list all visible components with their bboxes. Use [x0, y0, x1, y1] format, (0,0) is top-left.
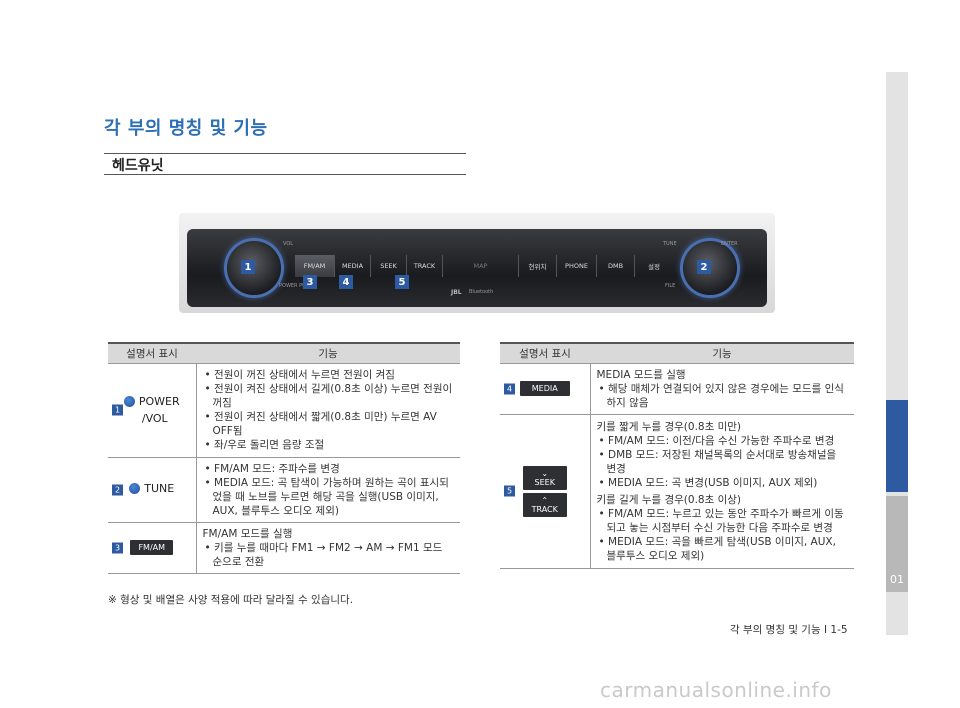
footnote: ※ 형상 및 배열은 사양 적용에 따라 달라질 수 있습니다. [108, 594, 354, 606]
row-indicator: 1 POWER /VOL [108, 363, 197, 458]
head-unit-button-row: FM/AM MEDIA SEEK TRACK MAP 현위치 PHONE DMB… [295, 255, 673, 277]
table-row: 1 POWER /VOL 전원이 꺼진 상태에서 누르면 전원이 켜짐 전원이 … [108, 363, 460, 458]
row-badge: 3 [112, 542, 123, 553]
row-function: MEDIA 모드를 실행 해당 매체가 연결되어 있지 않은 경우에는 모드를 … [590, 363, 854, 415]
list-item: MEDIA 모드: 곡 탐색이 가능하며 원하는 곡이 표시되었을 때 노브를 … [203, 476, 455, 518]
vol-label: VOL [283, 241, 294, 247]
row-function: 키를 짧게 누를 경우(0.8초 미만) FM/AM 모드: 이전/다음 수신 … [590, 414, 854, 569]
row-function: FM/AM 모드: 주파수를 변경 MEDIA 모드: 곡 탐색이 가능하며 원… [196, 457, 460, 523]
fm-am-chip: FM/AM [130, 540, 174, 555]
side-chapter-label: 01 [890, 573, 904, 586]
fm-am-key: FM/AM [295, 255, 335, 277]
row-badge: 2 [112, 484, 123, 495]
right-function-table: 설명서 표시 기능 4 MEDIA MEDIA 모드를 실행 해당 매체가 연결… [500, 342, 854, 569]
current-location-key: 현위치 [519, 255, 557, 277]
sub-title: 헤드유닛 [112, 158, 164, 174]
watermark: carmanualsonline.info [600, 678, 832, 702]
list-item: 전원이 켜진 상태에서 길게(0.8초 이상) 누르면 전원이 꺼짐 [203, 382, 455, 410]
header-indicator: 설명서 표시 [108, 342, 196, 364]
knob-icon [123, 396, 135, 407]
chevron-down-icon: ⌄ [541, 468, 549, 478]
header-function: 기능 [196, 342, 460, 364]
section-title: 각 부의 명칭 및 기능 [104, 118, 268, 139]
table-row: 3 FM/AM FM/AM 모드를 실행 키를 누를 때마다 FM1 → FM2… [108, 522, 460, 574]
tune-label: TUNE [129, 482, 174, 495]
bluetooth-label: Bluetooth [469, 289, 494, 295]
table-row: 5 ⌄SEEK ⌃TRACK 키를 짧게 누를 경우(0.8초 미만) FM/A… [500, 414, 854, 569]
list-item: 해당 매체가 연결되어 있지 않은 경우에는 모드를 인식하지 않음 [597, 382, 849, 410]
seek-track-chips: ⌄SEEK ⌃TRACK [522, 465, 567, 517]
row-intro: FM/AM 모드를 실행 [202, 527, 293, 540]
enter-label: ENTER [721, 241, 738, 247]
row-indicator: 4 MEDIA [500, 363, 591, 415]
row-indicator: 5 ⌄SEEK ⌃TRACK [500, 414, 591, 569]
table-row: 4 MEDIA MEDIA 모드를 실행 해당 매체가 연결되어 있지 않은 경… [500, 363, 854, 415]
file-label: FILE [665, 283, 676, 289]
list-item: DMB 모드: 저장된 채널목록의 순서대로 방송채널을 변경 [597, 448, 849, 476]
list-item: 키를 누를 때마다 FM1 → FM2 → AM → FM1 모드 순으로 전환 [203, 541, 455, 569]
left-function-table: 설명서 표시 기능 1 POWER /VOL 전원이 꺼진 상태에서 누르면 전… [108, 342, 460, 574]
chevron-up-icon: ⌃ [541, 495, 549, 505]
callout-1: 1 [241, 260, 255, 274]
power-label: POWER PUSH [279, 283, 313, 289]
list-item: MEDIA 모드: 곡을 빠르게 탐색(USB 이미지, AUX, 블루투스 오… [597, 535, 849, 563]
list-item: FM/AM 모드: 주파수를 변경 [203, 462, 455, 476]
callout-3: 3 [303, 275, 317, 289]
list-item: MEDIA 모드: 곡 변경(USB 이미지, AUX 제외) [597, 476, 849, 490]
row-intro: MEDIA 모드를 실행 [596, 368, 686, 381]
media-chip: MEDIA [519, 381, 570, 396]
knob-icon [129, 483, 141, 494]
row-intro: 키를 길게 누를 경우(0.8초 이상) [596, 493, 742, 506]
page-footer: 각 부의 명칭 및 기능 I 1-5 [730, 624, 848, 636]
list-item: 좌/우로 돌리면 음량 조절 [203, 438, 455, 452]
seek-chip: ⌄SEEK [522, 465, 567, 490]
head-unit-image: VOL POWER PUSH TUNE ENTER FILE JBL Bluet… [179, 213, 775, 313]
row-function: 전원이 꺼진 상태에서 누르면 전원이 켜짐 전원이 켜진 상태에서 길게(0.… [196, 363, 460, 458]
side-chapter-tab[interactable] [886, 496, 908, 592]
track-key: TRACK [407, 255, 443, 277]
header-function: 기능 [590, 342, 854, 364]
list-item: FM/AM 모드: 이전/다음 수신 가능한 주파수로 변경 [597, 434, 849, 448]
row-badge: 1 [112, 404, 123, 416]
sub-title-box [104, 153, 466, 175]
row-badge: 5 [504, 485, 515, 497]
row-indicator: 3 FM/AM [108, 522, 197, 574]
jbl-logo: JBL [451, 289, 462, 296]
row-intro: 키를 짧게 누를 경우(0.8초 미만) [596, 420, 742, 433]
power-vol-label: POWER /VOL [123, 395, 180, 425]
head-unit-panel: VOL POWER PUSH TUNE ENTER FILE JBL Bluet… [187, 229, 767, 307]
callout-5: 5 [395, 275, 409, 289]
settings-key: 설정 [648, 263, 660, 271]
seek-key: SEEK [371, 255, 407, 277]
list-item: FM/AM 모드: 누르고 있는 동안 주파수가 빠르게 이동되고 놓는 시점부… [597, 507, 849, 535]
tune-label: TUNE [663, 241, 677, 247]
header-indicator: 설명서 표시 [500, 342, 590, 364]
map-key: MAP [443, 255, 519, 277]
row-badge: 4 [504, 383, 515, 394]
dmb-key: DMB [597, 255, 635, 277]
side-bar [886, 72, 908, 635]
track-chip: ⌃TRACK [522, 492, 567, 517]
side-bar-highlight [886, 400, 908, 492]
callout-2: 2 [697, 260, 711, 274]
callout-4: 4 [339, 275, 353, 289]
phone-key: PHONE [557, 255, 597, 277]
table-row: 2 TUNE FM/AM 모드: 주파수를 변경 MEDIA 모드: 곡 탐색이… [108, 457, 460, 523]
list-item: 전원이 꺼진 상태에서 누르면 전원이 켜짐 [203, 368, 455, 382]
list-item: 전원이 켜진 상태에서 짧게(0.8초 미만) 누르면 AV OFF됨 [203, 410, 455, 438]
row-indicator: 2 TUNE [108, 457, 197, 523]
media-key: MEDIA [335, 255, 371, 277]
row-function: FM/AM 모드를 실행 키를 누를 때마다 FM1 → FM2 → AM → … [196, 522, 460, 574]
